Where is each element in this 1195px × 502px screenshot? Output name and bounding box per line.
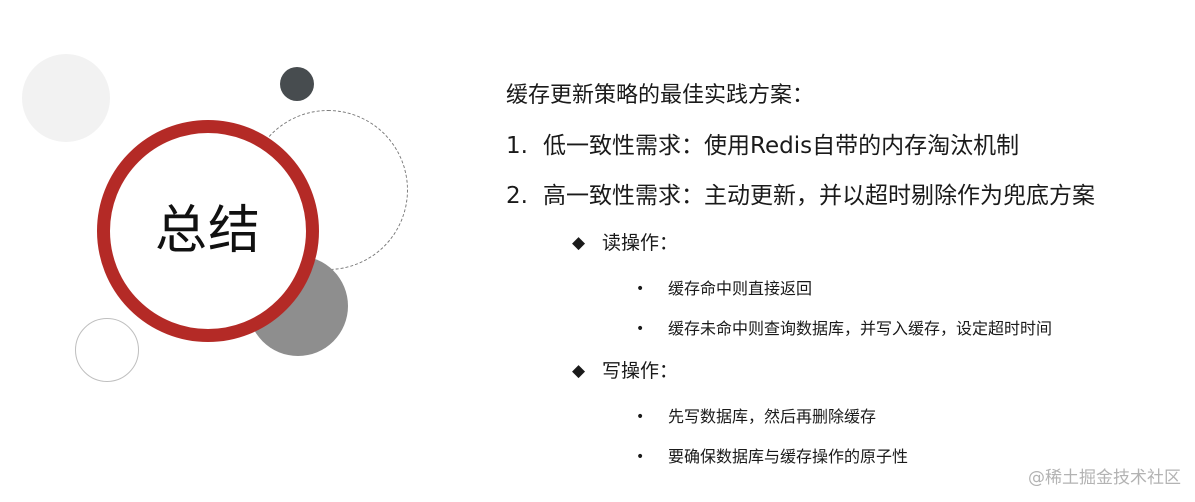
list-item: • 缓存未命中则查询数据库，并写入缓存，设定超时时间	[636, 316, 1166, 342]
read-ops-heading: ◆ 读操作：	[572, 228, 1166, 258]
list-item-text: 要确保数据库与缓存操作的原子性	[668, 447, 909, 466]
write-ops-heading: ◆ 写操作：	[572, 356, 1166, 386]
summary-title: 总结	[154, 201, 261, 261]
list-item-text: 先写数据库，然后再删除缓存	[668, 407, 877, 426]
list-item-text: 缓存未命中则查询数据库，并写入缓存，设定超时时间	[668, 319, 1053, 338]
item-number: 1.	[506, 133, 528, 159]
bullet-icon: •	[636, 321, 645, 337]
item-text: 高一致性需求：主动更新，并以超时剔除作为兜底方案	[543, 183, 1095, 209]
decoration-light-circle	[22, 54, 110, 142]
write-ops-label: 写操作：	[602, 360, 679, 382]
read-ops-label: 读操作：	[602, 232, 679, 254]
bullet-icon: •	[636, 409, 645, 425]
summary-ring: 总结	[97, 120, 319, 342]
strategy-item-low: 1. 低一致性需求：使用Redis自带的内存淘汰机制	[506, 128, 1166, 164]
decoration-outline-circle	[75, 318, 139, 382]
watermark: @稀土掘金技术社区	[1028, 468, 1181, 488]
item-text: 低一致性需求：使用Redis自带的内存淘汰机制	[543, 133, 1020, 159]
decoration-dark-dot	[280, 67, 314, 101]
content-panel: 缓存更新策略的最佳实践方案： 1. 低一致性需求：使用Redis自带的内存淘汰机…	[506, 78, 1166, 470]
list-item: • 先写数据库，然后再删除缓存	[636, 404, 1166, 430]
diamond-bullet-icon: ◆	[572, 361, 586, 381]
list-item: • 缓存命中则直接返回	[636, 276, 1166, 302]
section-heading: 缓存更新策略的最佳实践方案：	[506, 83, 815, 108]
list-item: • 要确保数据库与缓存操作的原子性	[636, 444, 1166, 470]
diamond-bullet-icon: ◆	[572, 233, 586, 253]
bullet-icon: •	[636, 281, 645, 297]
item-number: 2.	[506, 183, 528, 209]
strategy-item-high: 2. 高一致性需求：主动更新，并以超时剔除作为兜底方案	[506, 178, 1166, 214]
list-item-text: 缓存命中则直接返回	[668, 279, 813, 298]
bullet-icon: •	[636, 449, 645, 465]
